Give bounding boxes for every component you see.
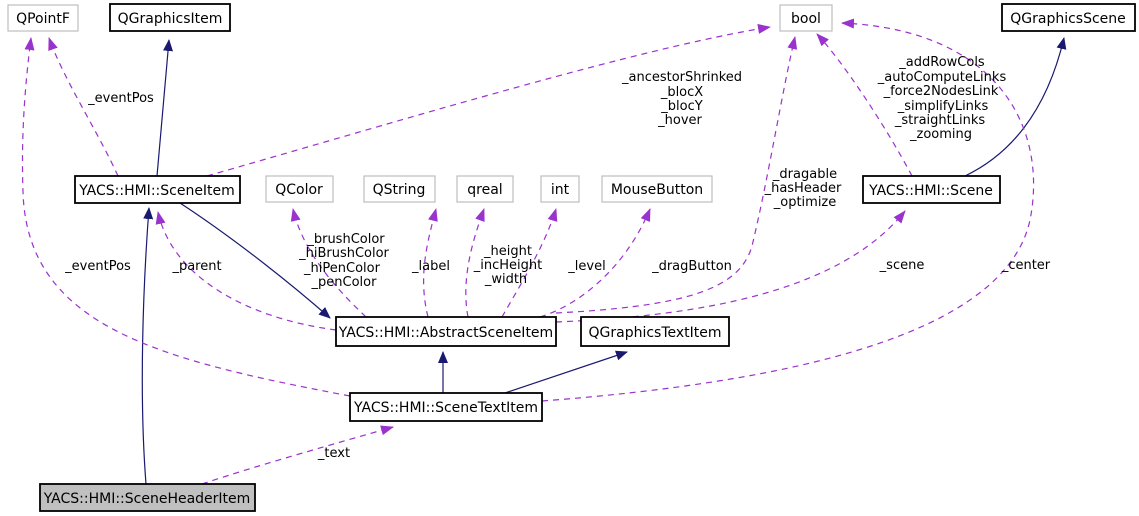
edge-label-addrowcols: _addRowCols — [898, 55, 985, 70]
edge-label-width: _width — [484, 272, 527, 287]
node-qgraphicsscene-box[interactable] — [1001, 3, 1136, 32]
edge-sceneitem-uses-bool — [206, 23, 771, 177]
edge-label-incheight: _incHeight — [473, 258, 542, 273]
node-qstring-box — [363, 175, 436, 203]
node-abstractsceneitem-box[interactable] — [335, 316, 557, 347]
node-qgraphicstextitem-box[interactable] — [580, 316, 730, 347]
edge-label-eventpos-scenetextitem: _eventPos — [64, 259, 131, 274]
node-qreal-box — [456, 175, 514, 203]
edge-label-label: _label — [411, 259, 450, 274]
edge-label-blocx: _blocX — [660, 85, 703, 100]
node-scene-box[interactable] — [862, 175, 1001, 204]
node-qgraphicsscene[interactable]: QGraphicsScene — [1001, 3, 1136, 32]
edge-sceneheaderitem-inherits-sceneitem — [141, 207, 154, 485]
node-sceneheaderitem-label: YACS::HMI::SceneHeaderItem — [43, 491, 251, 507]
edge-label-autocomputelinks: _autoComputeLinks — [877, 70, 1007, 85]
edge-scenetextitem-uses-qpointf — [21, 37, 351, 397]
node-scenetextitem[interactable]: YACS::HMI::SceneTextItem — [349, 392, 543, 422]
edge-label-zooming: _zooming — [909, 127, 972, 142]
node-bool-box — [779, 4, 833, 32]
edge-label-text: _text — [317, 446, 350, 461]
node-mousebutton: MouseButton — [601, 175, 713, 203]
edge-label-straightlinks: _straightLinks — [894, 113, 986, 128]
node-qpointf-label: QPointF — [16, 11, 70, 27]
node-sceneheaderitem: YACS::HMI::SceneHeaderItem — [39, 483, 256, 512]
node-scenetextitem-box[interactable] — [349, 392, 543, 422]
node-qcolor-label: QColor — [275, 182, 323, 198]
node-sceneitem[interactable]: YACS::HMI::SceneItem — [74, 175, 241, 204]
edge-sceneitem-inherits-abstractsceneitem — [179, 202, 331, 319]
edge-sceneheaderitem-uses-scenetextitem-text — [201, 425, 394, 485]
node-mousebutton-box — [601, 175, 713, 203]
edge-label-center: _center — [1001, 258, 1051, 273]
node-int-label: int — [551, 182, 570, 198]
node-sceneitem-label: YACS::HMI::SceneItem — [78, 183, 235, 199]
edge-label-parent: _parent — [171, 259, 221, 274]
edge-label-scene: _scene — [879, 258, 925, 273]
edge-abstractsceneitem-uses-int — [501, 208, 558, 318]
node-qpointf: QPointF — [7, 4, 79, 32]
node-abstractsceneitem-label: YACS::HMI::AbstractSceneItem — [338, 325, 553, 341]
node-mousebutton-label: MouseButton — [611, 182, 703, 198]
edge-label-dragable: _dragable — [772, 167, 837, 182]
edge-label-brushcolor: _brushColor — [306, 232, 385, 247]
edge-label-dragbutton: _dragButton — [651, 259, 732, 274]
edge-scenetextitem-uses-bool-center — [541, 18, 1035, 402]
node-qstring: QString — [363, 175, 436, 203]
node-scene-label: YACS::HMI::Scene — [868, 183, 993, 199]
edge-label-eventpos-sceneitem: _eventPos — [87, 91, 154, 106]
node-qreal: qreal — [456, 175, 514, 203]
edge-abstractsceneitem-uses-mousebutton — [539, 208, 651, 318]
node-qreal-label: qreal — [467, 182, 502, 198]
edge-abstractsceneitem-uses-sceneitem-parent — [155, 211, 337, 331]
edge-scene-inherits-qgraphicsscene — [964, 37, 1067, 177]
edge-label-hibrushcolor: _hiBrushColor — [298, 246, 389, 261]
node-sceneheaderitem-box — [39, 483, 256, 512]
node-sceneitem-box[interactable] — [74, 175, 241, 204]
node-scene[interactable]: YACS::HMI::Scene — [862, 175, 1001, 204]
edge-label-level: _level — [567, 259, 605, 274]
edge-label-hipencolor: _hiPenColor — [303, 261, 381, 276]
edge-label-blocy: _blocY — [660, 99, 702, 114]
node-qstring-label: QString — [373, 182, 426, 198]
node-qgraphicsitem[interactable]: QGraphicsItem — [109, 3, 231, 32]
nodes: QPointF QGraphicsItem bool QGraphicsScen… — [7, 3, 1136, 512]
edge-label-hasheader: _hasHeader — [764, 181, 842, 196]
node-qcolor-box — [265, 175, 334, 203]
edge-label-force2nodeslink: _force2NodesLink — [883, 84, 999, 99]
node-abstractsceneitem[interactable]: YACS::HMI::AbstractSceneItem — [335, 316, 557, 347]
edge-label-ancestorshrinked: _ancestorShrinked — [621, 70, 742, 85]
edge-label-pencolor: _penColor — [311, 275, 378, 290]
edge-label-optimize: _optimize — [773, 195, 837, 210]
edge-abstractsceneitem-uses-qreal — [465, 208, 485, 318]
node-qgraphicsscene-label: QGraphicsScene — [1010, 11, 1126, 27]
edge-scene-uses-bool — [816, 33, 913, 177]
node-qcolor: QColor — [265, 175, 334, 203]
node-bool-label: bool — [791, 11, 821, 27]
node-qpointf-box — [7, 4, 79, 32]
edge-label-height: _height — [483, 244, 532, 259]
node-int: int — [540, 175, 580, 203]
edge-label-hover: _hover — [657, 113, 702, 128]
edge-abstractsceneitem-uses-bool — [555, 36, 798, 314]
edge-abstractsceneitem-uses-qcolor — [290, 208, 367, 318]
edge-sceneitem-inherits-qgraphicsitem — [156, 39, 173, 177]
edge-abstractsceneitem-uses-qstring — [423, 208, 438, 318]
node-scenetextitem-label: YACS::HMI::SceneTextItem — [353, 400, 538, 416]
node-int-box — [540, 175, 580, 203]
node-qgraphicstextitem[interactable]: QGraphicsTextItem — [580, 316, 730, 347]
edge-label-simplifylinks: _simplifyLinks — [897, 99, 989, 114]
edge-sceneitem-uses-qpointf — [48, 37, 119, 177]
node-qgraphicsitem-label: QGraphicsItem — [118, 11, 223, 27]
edge-scenetextitem-inherits-qgraphicstextitem — [504, 350, 628, 394]
node-qgraphicsitem-box[interactable] — [109, 3, 231, 32]
edge-labels: _eventPos _ancestorShrinked _blocX _bloc… — [64, 55, 1051, 461]
node-bool: bool — [779, 4, 833, 32]
node-qgraphicstextitem-label: QGraphicsTextItem — [588, 325, 721, 341]
